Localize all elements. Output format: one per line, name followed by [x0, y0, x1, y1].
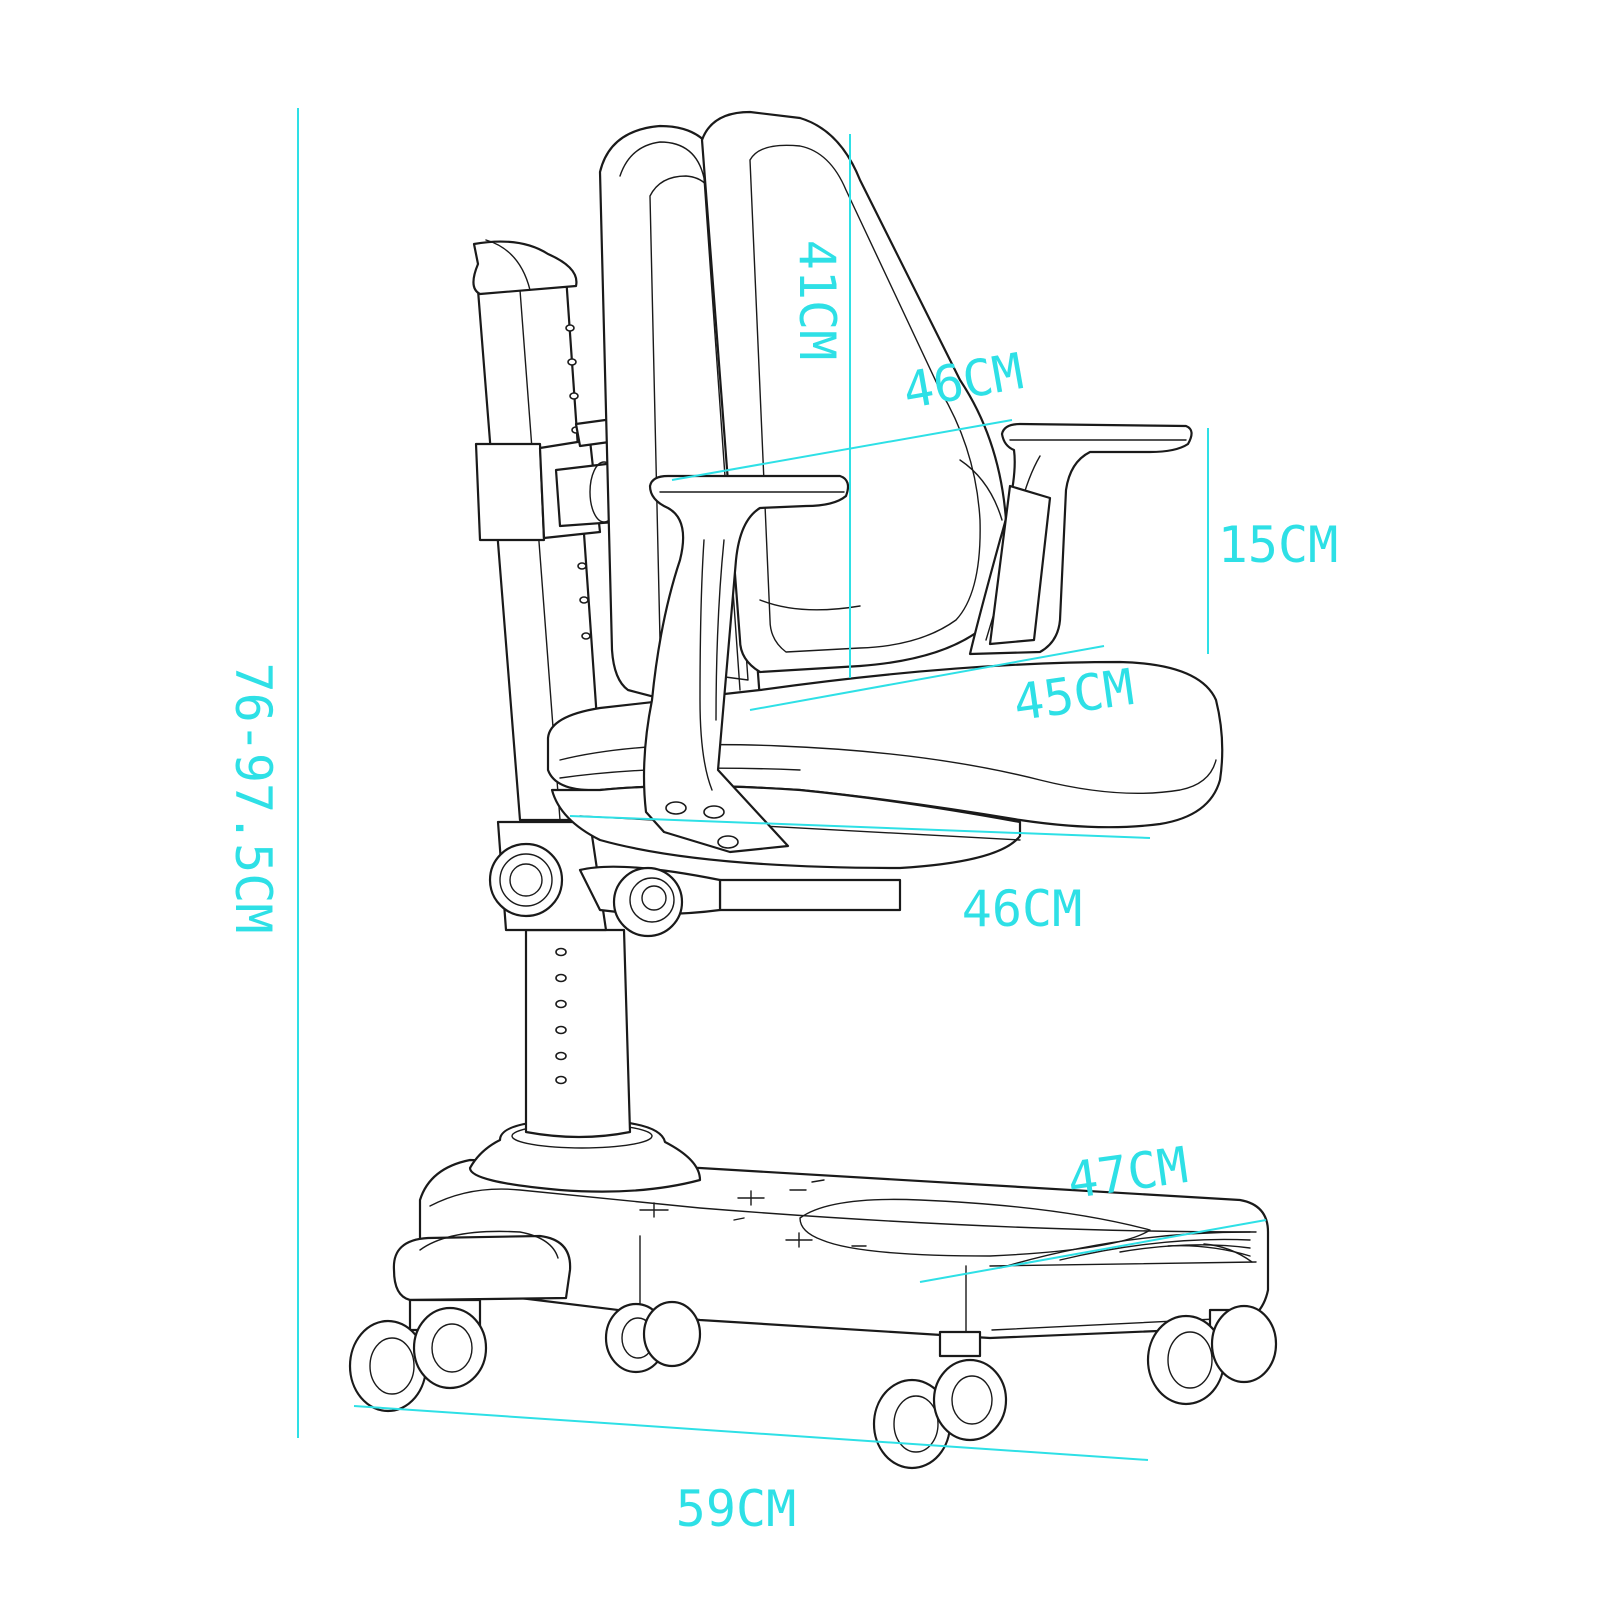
base-markings — [639, 1179, 867, 1248]
caster-wheels — [348, 1298, 1278, 1470]
label-total-height: 76-97.5CM — [224, 663, 282, 934]
caster-wheel-rear-left — [604, 1300, 702, 1374]
armrest-left — [642, 474, 850, 854]
label-base-width: 59CM — [676, 1480, 796, 1538]
dim-line-backrest-width — [671, 419, 1013, 481]
armrest-bolts — [665, 801, 739, 849]
gas-column — [468, 928, 702, 1193]
dim-line-seat-width — [749, 645, 1105, 711]
caster-wheel-front-middle — [872, 1330, 1008, 1470]
caster-wheel-front-left — [348, 1298, 488, 1413]
backrest — [598, 110, 1008, 717]
depth-adjust-knob — [612, 866, 684, 938]
label-backrest-height: 41CM — [788, 240, 846, 360]
label-seat-depth: 46CM — [962, 880, 1082, 938]
dimension-labels: 76-97.5CM 41CM 46CM 15CM 45CM 46CM 47CM … — [224, 240, 1338, 1538]
armrest-right — [968, 422, 1193, 656]
seat-mechanism — [488, 820, 902, 938]
height-adjust-knob — [488, 842, 564, 918]
column-holes — [555, 947, 567, 1085]
dimension-lines — [297, 108, 1267, 1461]
dim-line-footrest-width — [919, 1219, 1267, 1283]
caster-wheel-right — [1146, 1304, 1278, 1406]
dim-line-seat-depth — [569, 815, 1151, 839]
dim-line-base-width — [353, 1405, 1149, 1461]
label-armrest-height: 15CM — [1218, 516, 1338, 574]
